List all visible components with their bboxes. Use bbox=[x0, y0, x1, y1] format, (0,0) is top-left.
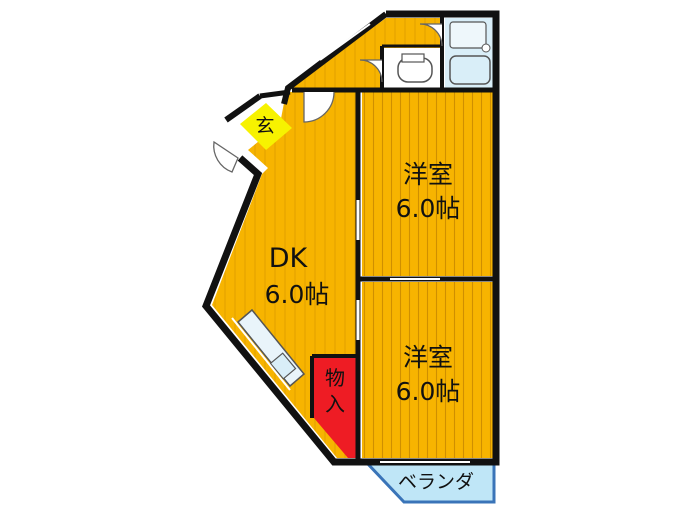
door-hall-dk-icon bbox=[303, 91, 335, 123]
storage-floor bbox=[314, 358, 356, 458]
door-bath-icon bbox=[419, 23, 443, 47]
door-toilet-icon bbox=[359, 59, 383, 83]
western-room-2-size: 6.0帖 bbox=[395, 377, 461, 406]
bathtub-icon bbox=[449, 55, 491, 85]
western-room-2-floor bbox=[362, 282, 494, 458]
entrance-floor bbox=[240, 103, 292, 150]
western-room-2-name: 洋室 bbox=[402, 343, 453, 372]
entrance-label: 玄 bbox=[255, 115, 275, 137]
balcony-floor bbox=[366, 462, 494, 502]
door-entrance-icon bbox=[213, 140, 239, 173]
wall-entrance-left bbox=[224, 93, 262, 123]
outer-wall-top bbox=[281, 11, 388, 105]
storage-label-line1: 物 bbox=[325, 366, 345, 390]
western-room-1-size: 6.0帖 bbox=[395, 194, 461, 223]
western-room-1-floor bbox=[362, 92, 494, 276]
kitchen-sink-icon bbox=[269, 352, 297, 380]
dk-room-name: DK bbox=[268, 243, 308, 274]
washbasin-icon bbox=[449, 21, 487, 49]
storage-label-line2: 入 bbox=[325, 392, 345, 416]
faucet-icon bbox=[481, 43, 491, 53]
balcony-label: ベランダ bbox=[397, 471, 474, 493]
wall-entrance-top bbox=[259, 89, 291, 99]
hall-window bbox=[319, 23, 371, 61]
dk-window bbox=[231, 317, 291, 391]
dk-room-size: 6.0帖 bbox=[264, 280, 330, 309]
western-room-1-name: 洋室 bbox=[402, 160, 453, 189]
toilet-tank-icon bbox=[401, 53, 425, 63]
